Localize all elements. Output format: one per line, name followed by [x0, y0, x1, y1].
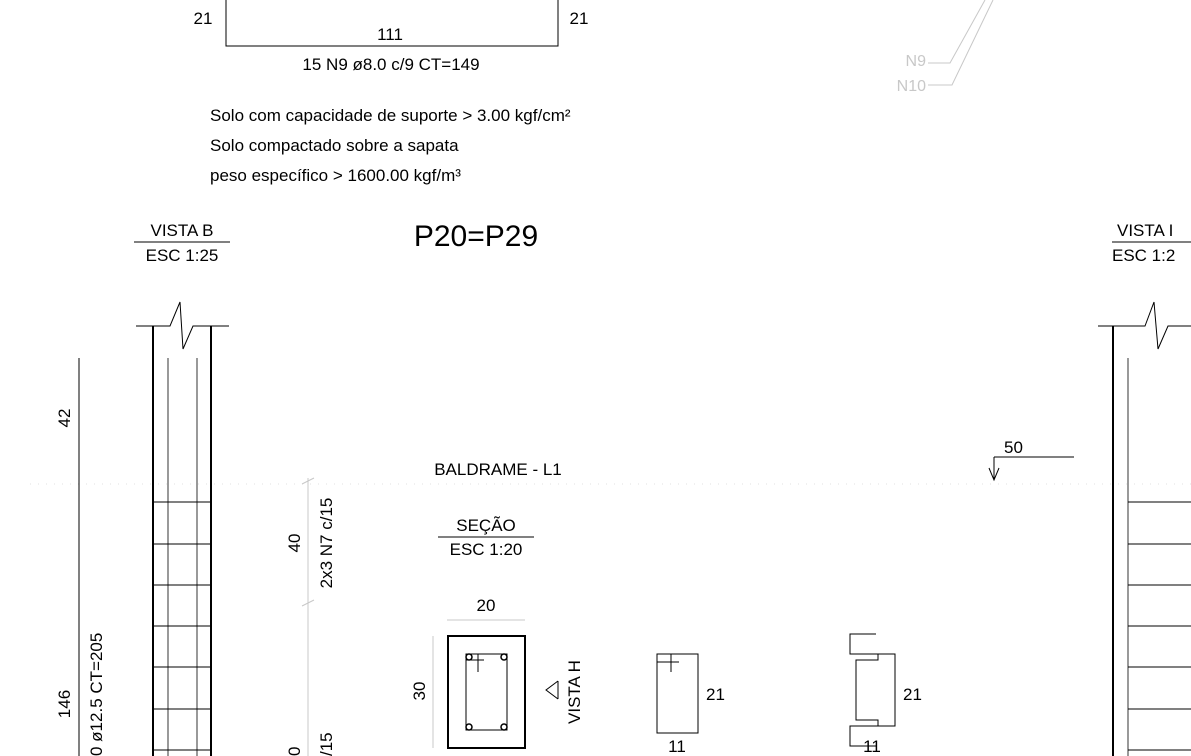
section-title: SEÇÃO [456, 516, 516, 535]
right-break-symbol [1098, 301, 1191, 350]
section-bar-bl [465, 723, 473, 731]
view-marker-arrow [545, 680, 559, 700]
leader-n9 [928, 0, 986, 64]
vista-b-scale: ESC 1:25 [146, 246, 219, 265]
section-width: 20 [477, 596, 496, 615]
label-n10: N10 [897, 78, 926, 95]
section-detail: SEÇÃO ESC 1:20 20 30 VISTA H [410, 516, 584, 749]
vista-right-title: VISTA I ESC 1:2 [1112, 221, 1191, 265]
vista-right-scale: ESC 1:2 [1112, 246, 1175, 265]
stirrup-tick-mid [301, 599, 315, 607]
stirrup-partial-label: /15 [317, 732, 336, 756]
section-stirrup [465, 653, 508, 731]
section-bar-br [500, 723, 508, 731]
dim-40: 40 [285, 534, 304, 553]
section-outline [447, 635, 526, 749]
left-column-elevation [136, 301, 229, 756]
level-marker: 50 [988, 438, 1074, 482]
stirrup-shape-1-hook [657, 654, 679, 672]
section-height: 30 [410, 682, 429, 701]
stirrup-shape-1-width: 11 [668, 737, 686, 756]
note-line-3: peso específico > 1600.00 kgf/m³ [210, 166, 461, 185]
stirrup-tick-top [301, 477, 315, 485]
view-marker-label: VISTA H [565, 660, 584, 724]
soil-notes: Solo com capacidade de suporte > 3.00 kg… [210, 106, 571, 185]
stirrup-shape-1-outline [656, 653, 699, 734]
top-dim-left: 21 [194, 9, 213, 28]
stirrup-shape-2-outline [849, 633, 896, 747]
level-value: 50 [1004, 438, 1023, 457]
vista-right-name: VISTA I [1117, 221, 1173, 240]
left-dimensions: 42 146 0 ø12.5 CT=205 [55, 358, 106, 756]
right-column-elevation [1098, 301, 1191, 756]
break-symbol [136, 301, 229, 350]
vista-b-title: VISTA B ESC 1:25 [134, 221, 230, 265]
rebar-vertical-label: 0 ø12.5 CT=205 [87, 633, 106, 756]
section-bar-tr [500, 653, 508, 661]
stirrup-shape-1-height: 21 [706, 685, 725, 704]
stirrup-spacing-label: 2x3 N7 c/15 [317, 498, 336, 589]
leader-n10 [928, 0, 994, 86]
beam-rebar-outline [225, 0, 559, 47]
pillar-title: P20=P29 [414, 220, 538, 253]
stirrup-shape-2: 21 11 [849, 633, 922, 756]
top-beam-detail: 21 21 111 15 N9 ø8.0 c/9 CT=149 [194, 0, 589, 74]
level-arrow [988, 467, 1000, 482]
beam-label: BALDRAME - L1 [434, 460, 562, 479]
dim-42: 42 [55, 409, 74, 428]
dim-146: 146 [55, 690, 74, 718]
note-line-2: Solo compactado sobre a sapata [210, 136, 459, 155]
stirrup-shape-2-height: 21 [903, 685, 922, 704]
stirrup-shape-2-width: 11 [863, 737, 881, 756]
section-scale: ESC 1:20 [450, 540, 523, 559]
section-stirrup-hook [466, 654, 484, 672]
vista-b-name: VISTA B [151, 221, 214, 240]
label-n9: N9 [906, 53, 927, 70]
section-bar-tl [465, 653, 473, 661]
faded-leaders: N9 N10 [897, 0, 994, 95]
note-line-1: Solo com capacidade de suporte > 3.00 kg… [210, 106, 571, 125]
stirrup-dimensions: 40 2x3 N7 c/15 /15 0 [285, 477, 336, 756]
top-rebar-label: 15 N9 ø8.0 c/9 CT=149 [302, 55, 479, 74]
stirrup-partial-digit: 0 [285, 747, 304, 756]
top-dim-width: 111 [377, 25, 403, 44]
top-dim-right: 21 [570, 9, 589, 28]
stirrup-shape-1: 21 11 [656, 653, 725, 756]
